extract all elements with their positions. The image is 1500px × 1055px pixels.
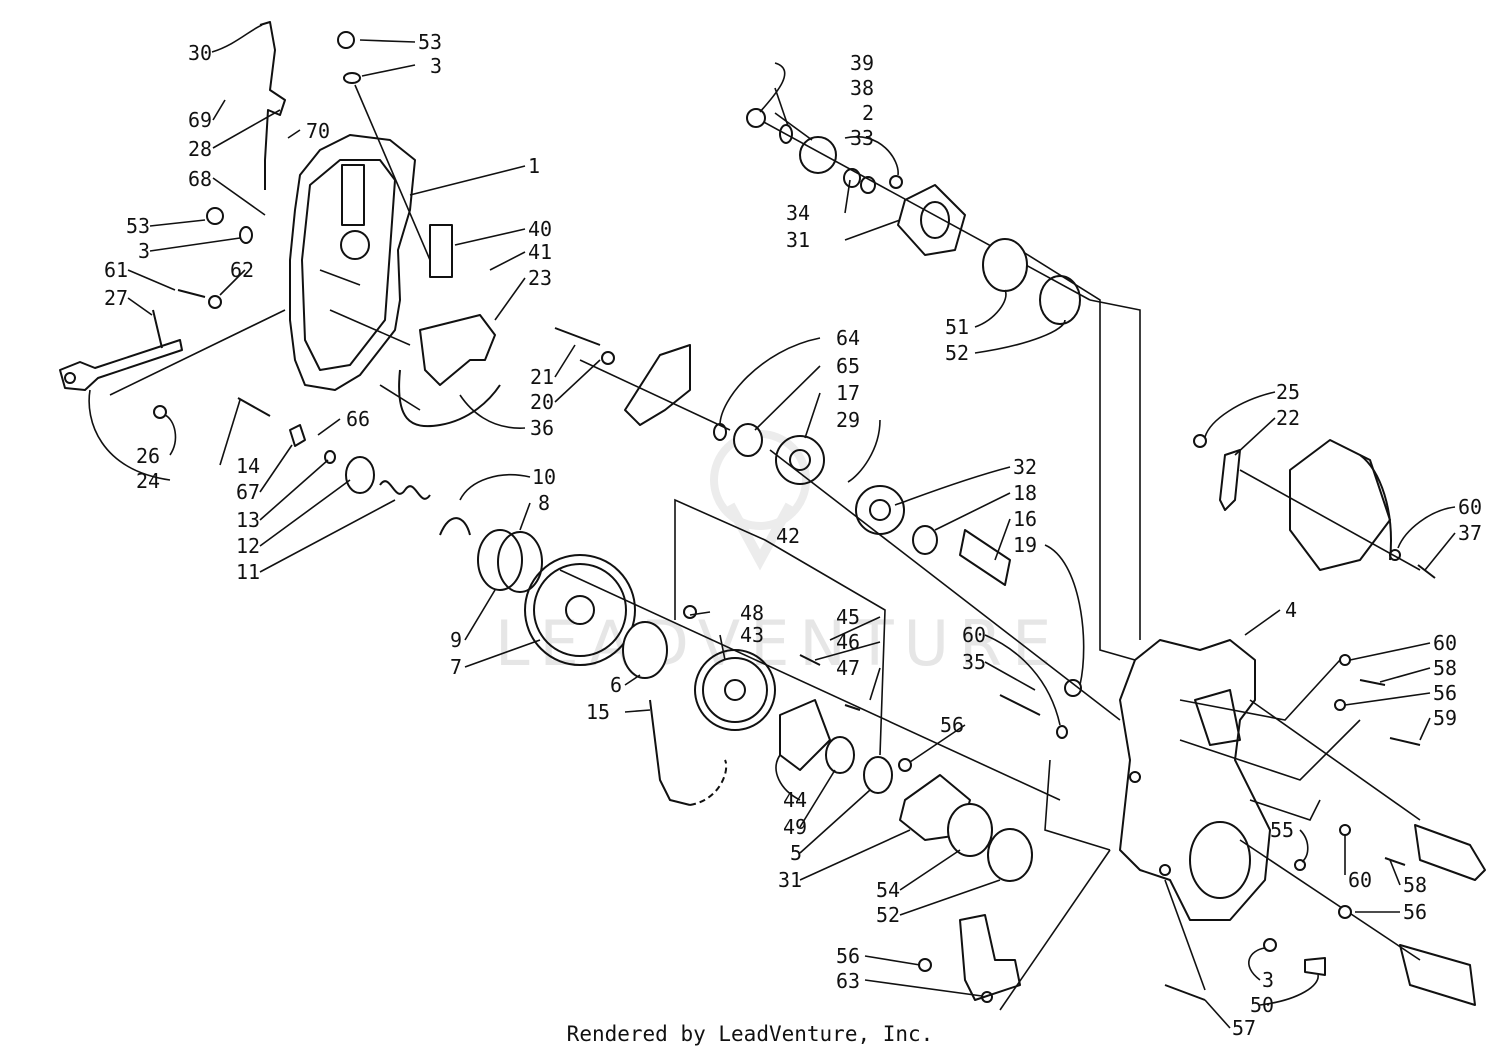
callout-43: 43 xyxy=(740,623,764,647)
callout-26: 26 xyxy=(136,444,160,468)
callout-35: 35 xyxy=(962,650,986,674)
callout-4: 4 xyxy=(1285,598,1297,622)
callout-54: 54 xyxy=(876,878,900,902)
callout-51: 51 xyxy=(945,315,969,339)
callout-13: 13 xyxy=(236,508,260,532)
callout-16: 16 xyxy=(1013,507,1037,531)
callout-42: 42 xyxy=(776,524,800,548)
callout-69: 69 xyxy=(188,108,212,132)
callout-11: 11 xyxy=(236,560,260,584)
callout-44: 44 xyxy=(783,788,807,812)
callout-25: 25 xyxy=(1276,380,1300,404)
callout-40: 40 xyxy=(528,217,552,241)
callout-3-bottom: 3 xyxy=(1262,968,1274,992)
callout-63: 63 xyxy=(836,969,860,993)
callout-56-bottom: 56 xyxy=(836,944,860,968)
callout-30: 30 xyxy=(188,41,212,65)
callout-60-right2: 60 xyxy=(1433,631,1457,655)
callout-5: 5 xyxy=(790,841,802,865)
callout-20: 20 xyxy=(530,390,554,414)
callout-56-right: 56 xyxy=(1433,681,1457,705)
callout-33: 33 xyxy=(850,126,874,150)
callout-7: 7 xyxy=(450,655,462,679)
callout-32: 32 xyxy=(1013,455,1037,479)
callout-49: 49 xyxy=(783,815,807,839)
parts xyxy=(59,21,1486,1006)
callout-68: 68 xyxy=(188,167,212,191)
callout-3-top: 3 xyxy=(430,54,442,78)
callout-38: 38 xyxy=(850,76,874,100)
callout-19: 19 xyxy=(1013,533,1037,557)
callout-8: 8 xyxy=(538,491,550,515)
callout-61: 61 xyxy=(104,258,128,282)
callout-3-left: 3 xyxy=(138,239,150,263)
group-bracket-42 xyxy=(674,498,886,756)
callout-29: 29 xyxy=(836,408,860,432)
callout-14: 14 xyxy=(236,454,260,478)
callout-31-top: 31 xyxy=(786,228,810,252)
callout-39: 39 xyxy=(850,51,874,75)
callout-24: 24 xyxy=(136,469,160,493)
callout-70: 70 xyxy=(306,119,330,143)
callout-28: 28 xyxy=(188,137,212,161)
callout-53-top: 53 xyxy=(418,30,442,54)
callout-56-mid: 56 xyxy=(940,713,964,737)
callout-22: 22 xyxy=(1276,406,1300,430)
callout-57: 57 xyxy=(1232,1016,1256,1040)
callout-41: 41 xyxy=(528,240,552,264)
callout-9: 9 xyxy=(450,628,462,652)
callout-67: 67 xyxy=(236,480,260,504)
callout-55: 55 xyxy=(1270,818,1294,842)
callout-58-right: 58 xyxy=(1433,656,1457,680)
callout-47: 47 xyxy=(836,656,860,680)
leader-lines xyxy=(88,24,1456,1029)
callout-12: 12 xyxy=(236,534,260,558)
callout-60-right: 60 xyxy=(1458,495,1482,519)
callout-37: 37 xyxy=(1458,521,1482,545)
callout-59: 59 xyxy=(1433,706,1457,730)
callout-60-mid: 60 xyxy=(962,623,986,647)
callout-36: 36 xyxy=(530,416,554,440)
callout-21: 21 xyxy=(530,365,554,389)
callout-65: 65 xyxy=(836,354,860,378)
callout-17: 17 xyxy=(836,381,860,405)
callout-56-lower: 56 xyxy=(1403,900,1427,924)
callout-31-bottom: 31 xyxy=(778,868,802,892)
callout-60-lower: 60 xyxy=(1348,868,1372,892)
callout-10: 10 xyxy=(532,465,556,489)
callout-labels: 30 53 3 69 70 28 68 1 53 3 40 41 23 61 6… xyxy=(104,30,1482,1040)
callout-2: 2 xyxy=(862,101,874,125)
callout-34: 34 xyxy=(786,201,810,225)
callout-46: 46 xyxy=(836,630,860,654)
callout-48: 48 xyxy=(740,601,764,625)
footer-credit: Rendered by LeadVenture, Inc. xyxy=(566,1022,934,1046)
callout-50: 50 xyxy=(1250,993,1274,1017)
callout-15: 15 xyxy=(586,700,610,724)
callout-53-left: 53 xyxy=(126,214,150,238)
callout-6: 6 xyxy=(610,673,622,697)
callout-52-bottom: 52 xyxy=(876,903,900,927)
callout-64: 64 xyxy=(836,326,860,350)
callout-45: 45 xyxy=(836,605,860,629)
callout-66: 66 xyxy=(346,407,370,431)
callout-18: 18 xyxy=(1013,481,1037,505)
callout-1: 1 xyxy=(528,154,540,178)
callout-27: 27 xyxy=(104,286,128,310)
callout-23: 23 xyxy=(528,266,552,290)
callout-52-top: 52 xyxy=(945,341,969,365)
callout-62: 62 xyxy=(230,258,254,282)
callout-58-lower: 58 xyxy=(1403,873,1427,897)
